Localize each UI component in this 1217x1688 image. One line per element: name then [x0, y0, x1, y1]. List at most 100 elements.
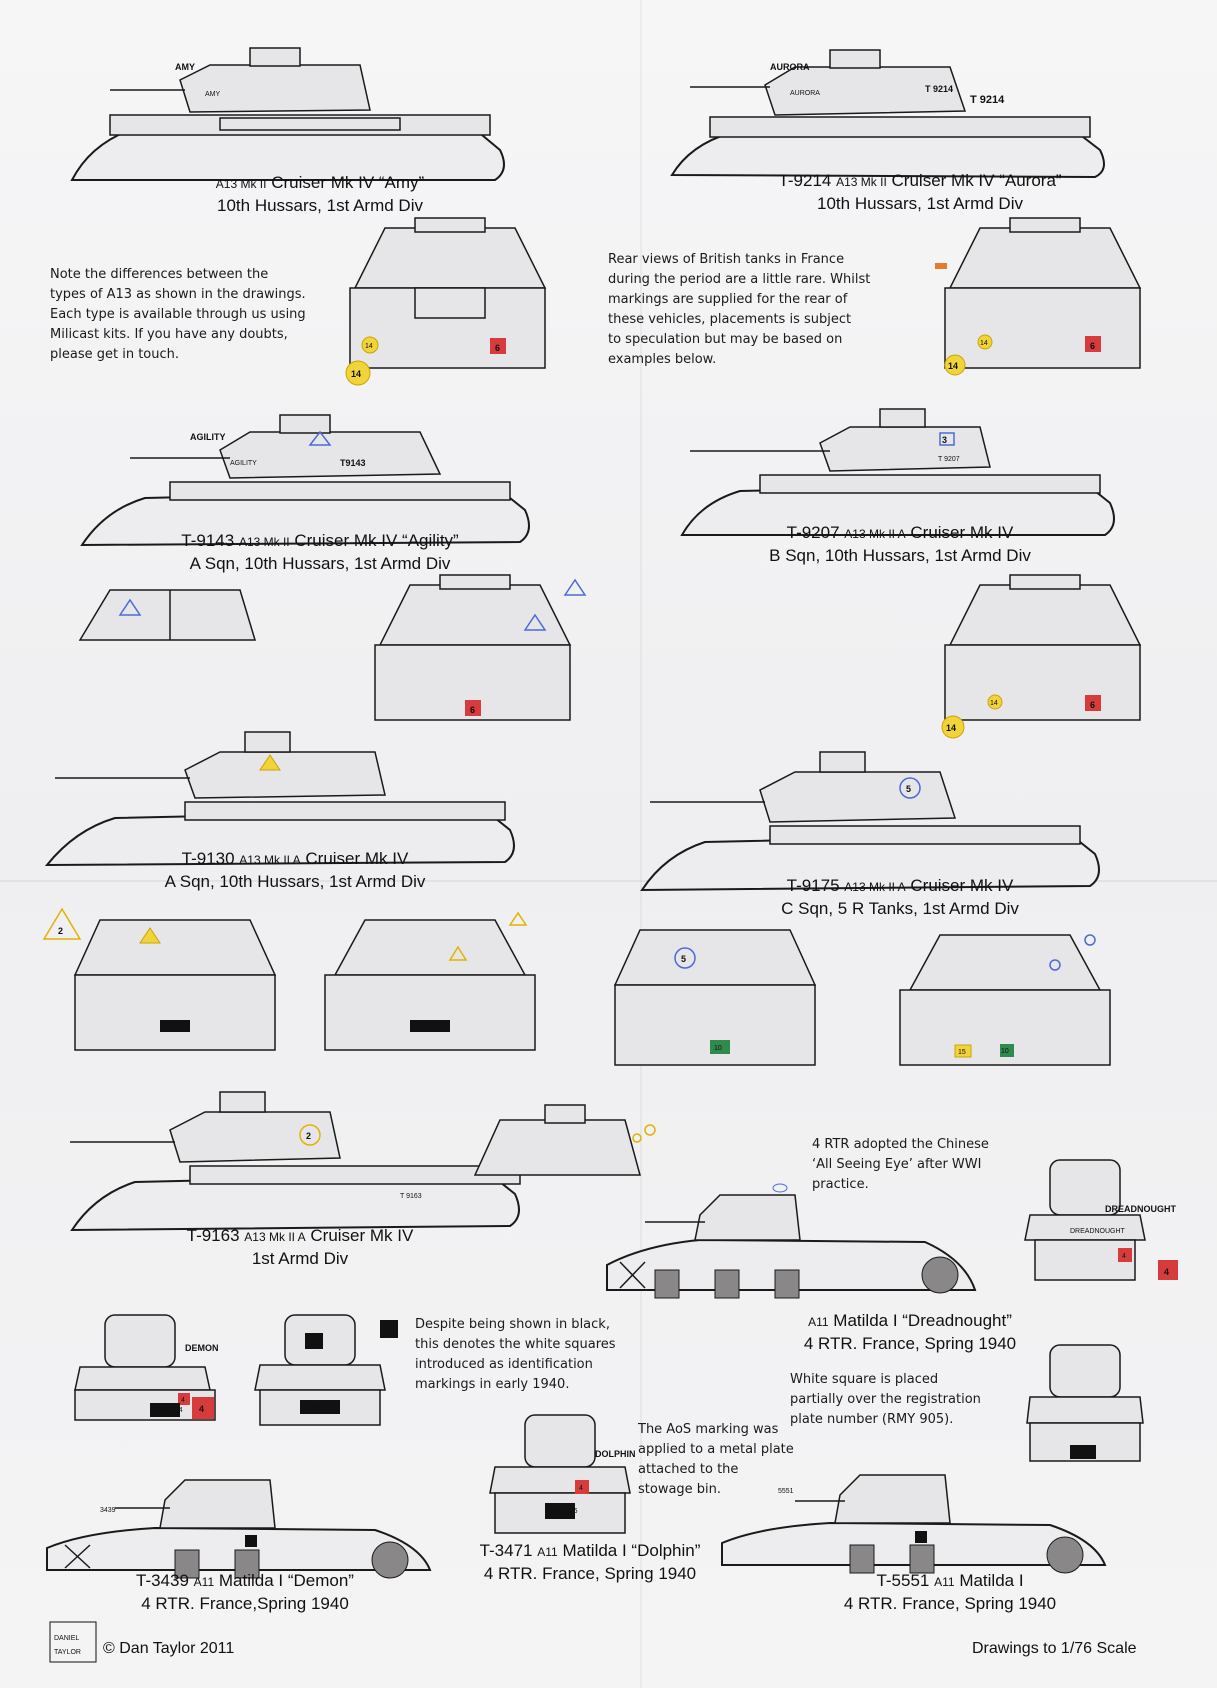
svg-text:AURORA: AURORA — [770, 62, 810, 72]
tank-rear-view-demon: HMH 794 — [254, 1314, 386, 1426]
svg-text:T 9130: T 9130 — [415, 1024, 437, 1031]
svg-text:AMY: AMY — [205, 91, 221, 98]
tank-front-view-t5551 — [1026, 1344, 1144, 1462]
caption-t9207: T-9207 A13 Mk II A Cruiser Mk IV B Sqn, … — [769, 523, 1031, 565]
svg-text:T 9130: T 9130 — [163, 1024, 185, 1031]
svg-text:DOLPHIN: DOLPHIN — [595, 1449, 636, 1459]
svg-text:14: 14 — [351, 369, 361, 379]
copyright: © Dan Taylor 2011 — [103, 1640, 235, 1657]
svg-text:2: 2 — [58, 926, 63, 936]
svg-text:3: 3 — [942, 435, 947, 445]
tank-side-view-t9130 — [44, 731, 515, 867]
caption-aurora: T-9214 A13 Mk II Cruiser Mk IV “Aurora” … — [778, 171, 1062, 213]
svg-text:AMY: AMY — [175, 62, 195, 72]
svg-text:AGILITY: AGILITY — [190, 432, 226, 442]
note-all-seeing-eye: 4 RTR adopted the Chinese‘All Seeing Eye… — [812, 1137, 989, 1192]
tank-rear-view-t9130: T 9130 — [324, 911, 536, 1051]
svg-text:T9143: T9143 — [340, 458, 366, 468]
svg-text:4: 4 — [181, 1397, 185, 1404]
tank-side-view-t9175: 5 — [640, 751, 1100, 892]
svg-text:14: 14 — [946, 723, 956, 733]
svg-text:6: 6 — [495, 343, 500, 353]
svg-text:HMH 794: HMH 794 — [304, 1405, 334, 1412]
caption-demon: T-3439 A11 Matilda I “Demon” 4 RTR. Fran… — [136, 1571, 354, 1613]
svg-text:6: 6 — [470, 705, 475, 715]
tank-side-view-amy: AMY AMY — [70, 47, 505, 181]
svg-text:DEMON: DEMON — [185, 1343, 219, 1353]
tank-side-view-t9163: 2 T 9163 — [70, 1091, 521, 1232]
marking-white-square — [380, 1320, 398, 1338]
caption-agility: T-9143 A13 Mk II Cruiser Mk IV “Agility”… — [181, 531, 459, 573]
marking-14-t9207: 14 — [941, 715, 965, 739]
signature-logo: DANIEL TAYLOR — [49, 1621, 97, 1663]
svg-text:AURORA: AURORA — [790, 90, 820, 97]
svg-text:4: 4 — [579, 1485, 583, 1492]
note-white-squares: Despite being shown in black,this denote… — [415, 1317, 616, 1392]
tank-rear-view-t9175: 15 10 — [899, 934, 1111, 1066]
svg-text:6: 6 — [1090, 341, 1095, 351]
turret-view-t9163 — [473, 1104, 656, 1176]
svg-text:TAYLOR: TAYLOR — [54, 1649, 81, 1656]
svg-text:DREADNOUGHT: DREADNOUGHT — [1105, 1204, 1177, 1214]
tank-side-view-dreadnought — [606, 1183, 977, 1299]
tank-rear-view-amy: 6 14 — [349, 217, 547, 369]
caption-amy: A13 Mk II Cruiser Mk IV “Amy” 10th Hussa… — [215, 173, 425, 215]
paper-fold-horizontal — [0, 880, 1217, 882]
svg-text:10: 10 — [1001, 1048, 1009, 1055]
svg-text:15: 15 — [958, 1049, 966, 1056]
tank-side-view-demon: 3439 — [46, 1479, 432, 1579]
tank-side-view-aurora: AURORA AURORA T 9214 T 9214 — [670, 49, 1105, 179]
svg-text:4: 4 — [199, 1404, 204, 1414]
caption-t9175: T-9175 A13 Mk II A Cruiser Mk IV C Sqn, … — [781, 876, 1019, 918]
svg-text:T 9207: T 9207 — [938, 456, 960, 463]
tank-side-view-t9207: 3 T 9207 — [680, 408, 1115, 536]
marking-2-t9130: 2 — [42, 907, 82, 940]
tank-side-view-t5551: 5551 — [721, 1474, 1107, 1574]
marking-14-amy: 14 — [345, 360, 371, 386]
paper-fold-vertical — [640, 0, 642, 1688]
svg-text:5551: 5551 — [778, 1488, 794, 1495]
svg-text:HMH 826: HMH 826 — [548, 1508, 578, 1515]
svg-text:6: 6 — [1090, 700, 1095, 710]
svg-text:5: 5 — [906, 784, 911, 794]
svg-text:14: 14 — [990, 700, 998, 707]
caption-t9163: T-9163 A13 Mk II A Cruiser Mk IV 1st Arm… — [186, 1226, 414, 1268]
svg-text:T 9214: T 9214 — [970, 94, 1005, 106]
turret-view-agility — [78, 589, 257, 641]
tank-front-view-dolphin: DOLPHIN 4 HMH 826 — [489, 1414, 636, 1534]
svg-text:2: 2 — [306, 1131, 311, 1141]
tank-front-view-demon: DEMON 4 HMH 794 — [74, 1314, 219, 1421]
tank-side-view-agility: AGILITY AGILITY T9143 — [80, 414, 530, 547]
svg-text:14: 14 — [948, 361, 958, 371]
svg-text:5: 5 — [681, 954, 686, 964]
caption-dolphin: T-3471 A11 Matilda I “Dolphin” 4 RTR. Fr… — [479, 1541, 701, 1583]
svg-text:14: 14 — [980, 340, 988, 347]
svg-text:AGILITY: AGILITY — [230, 460, 257, 467]
tank-rear-view-t9207: 6 14 — [944, 574, 1142, 721]
caption-t5551: T-5551 A11 Matilda I 4 RTR. France, Spri… — [843, 1571, 1057, 1613]
svg-text:4: 4 — [1164, 1267, 1169, 1277]
svg-text:DANIEL: DANIEL — [54, 1635, 79, 1642]
svg-text:4: 4 — [1122, 1253, 1126, 1260]
svg-text:T 9214: T 9214 — [925, 84, 953, 94]
svg-text:HMH 794: HMH 794 — [153, 1407, 183, 1414]
marking-4-demon: 4 — [192, 1397, 214, 1419]
scale-note: Drawings to 1/76 Scale — [972, 1640, 1137, 1657]
tank-rear-view-agility: 6 — [374, 574, 587, 721]
marking-14-aurora: 14 — [944, 354, 966, 376]
tank-front-view-t9175: 5 10 — [613, 929, 817, 1066]
tank-rear-view-aurora: 6 14 — [935, 217, 1142, 369]
svg-text:14: 14 — [365, 343, 373, 350]
tank-front-view-t9130: T 9130 — [73, 919, 277, 1051]
caption-dreadnought: A11 Matilda I “Dreadnought” 4 RTR. Franc… — [803, 1311, 1017, 1353]
svg-text:10: 10 — [714, 1045, 722, 1052]
svg-text:3439: 3439 — [100, 1507, 116, 1514]
caption-t9130: T-9130 A13 Mk II A Cruiser Mk IV A Sqn, … — [164, 849, 426, 891]
svg-text:DREADNOUGHT: DREADNOUGHT — [1070, 1228, 1126, 1235]
tank-front-view-dreadnought: 4 DREADNOUGHT DREADNOUGHT 4 — [1024, 1159, 1178, 1281]
svg-text:T 9163: T 9163 — [400, 1193, 422, 1200]
